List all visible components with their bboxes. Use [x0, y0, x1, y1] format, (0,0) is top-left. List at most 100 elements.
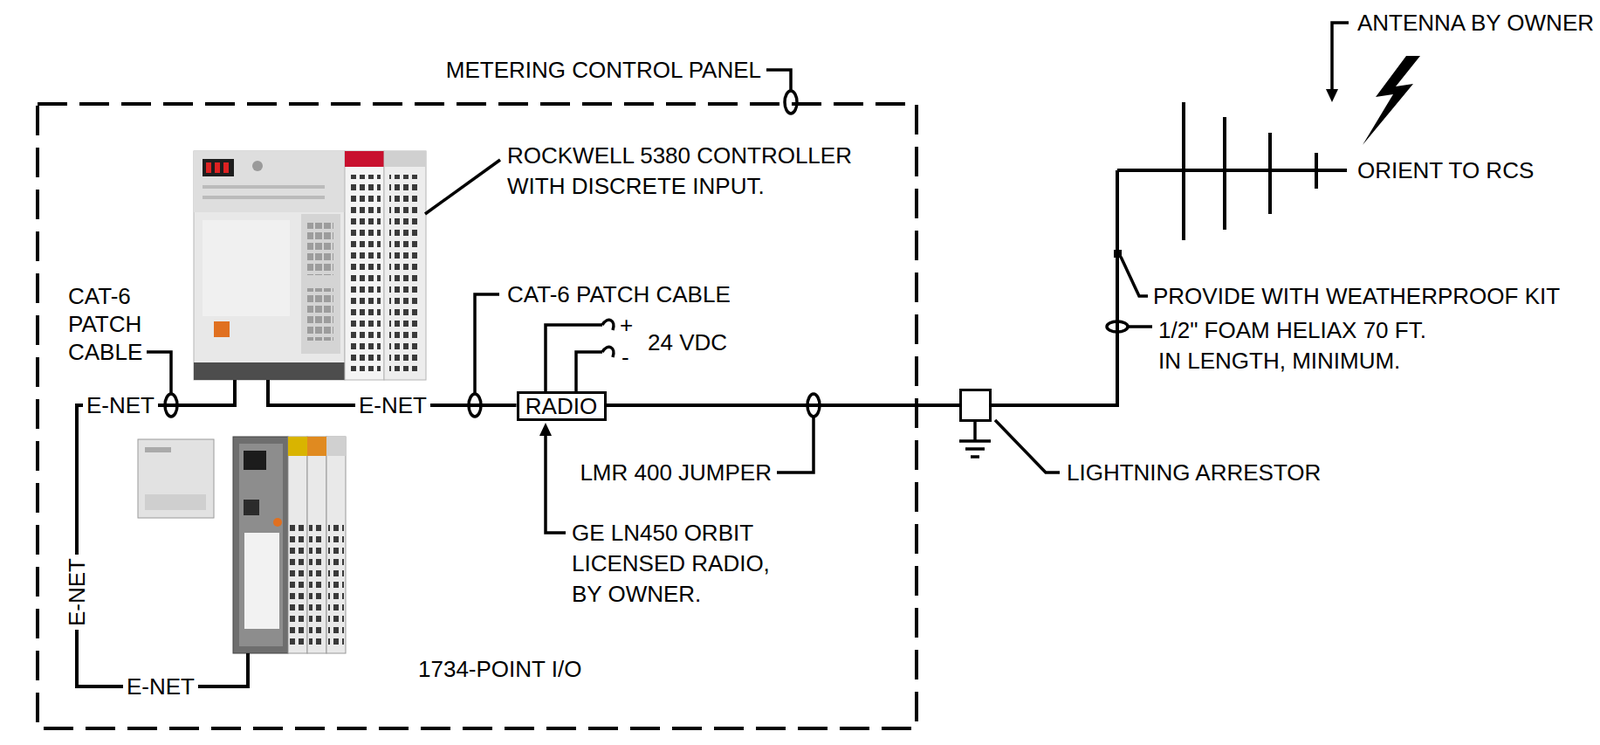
- panel-region: METERING CONTROL PANELROCKWELL 5380 CONT…: [35, 102, 919, 730]
- leader-line: [959, 439, 991, 443]
- point-io-illustration: [243, 499, 260, 516]
- controller-illustration: [389, 174, 421, 371]
- leader-line: [973, 421, 977, 441]
- controller-illustration: [307, 288, 334, 341]
- point-io-illustration: [233, 436, 289, 653]
- callout-text: ROCKWELL 5380 CONTROLLER WITH DISCRETE I…: [507, 140, 883, 202]
- antenna-box: ANTENNA BY OWNERORIENT TO RCS: [1117, 102, 1349, 242]
- dashed-border: [37, 103, 917, 728]
- cable-callout: 1/2" FOAM HELIAX 70 FT. IN LENGTH, MINIM…: [1158, 315, 1443, 377]
- cable-line: [76, 379, 248, 687]
- voltage-label: 24 VDC: [647, 327, 728, 358]
- point-io-illustration: [288, 436, 308, 456]
- network-label: E-NET: [355, 390, 431, 421]
- controller-illustration: [193, 151, 345, 380]
- point-io-illustration: [307, 436, 327, 653]
- antenna-symbol: [1117, 168, 1347, 172]
- controller-illustration: [213, 321, 230, 337]
- leader-line: [602, 346, 614, 358]
- point-io-illustration: [307, 436, 327, 456]
- controller-illustration: [193, 151, 426, 380]
- cable-line: [606, 403, 961, 407]
- leader-line: [474, 294, 500, 394]
- controller-illustration: [307, 222, 334, 275]
- point-io-illustration: [273, 517, 282, 527]
- cable-callout: LMR 400 JUMPER: [579, 457, 772, 488]
- controller-illustration: [349, 174, 381, 371]
- controller-illustration: [344, 151, 385, 167]
- cable-callout: CAT-6 PATCH CABLE: [68, 281, 149, 366]
- point-io-illustration: [289, 523, 306, 646]
- antenna-symbol: [1268, 132, 1272, 214]
- leader-line: [425, 159, 501, 214]
- radio-label: RADIO: [525, 393, 598, 419]
- cable-callout: CAT-6 PATCH CABLE: [507, 279, 731, 310]
- lightning-bolt: [1362, 55, 1421, 145]
- note-text: PROVIDE WITH WEATHERPROOF KIT: [1153, 281, 1560, 312]
- point-io-illustration: [137, 436, 346, 653]
- antenna-symbol: [1181, 102, 1186, 241]
- arrowhead: [1325, 89, 1339, 103]
- leader-line: [146, 351, 172, 394]
- cable-line: [991, 170, 1118, 406]
- point-io-illustration: [326, 436, 346, 456]
- point-io-illustration: [144, 446, 172, 453]
- leader-line: [965, 446, 985, 451]
- controller-illustration: [223, 162, 229, 173]
- io-box: 1734-POINT I/O: [233, 436, 347, 653]
- controller-illustration: [252, 160, 263, 172]
- antenna-symbol: [1314, 152, 1319, 189]
- controller-illustration: [193, 362, 345, 380]
- arrowhead: [539, 422, 552, 436]
- point-io-illustration: [243, 450, 267, 470]
- network-label: E-NET: [123, 671, 199, 702]
- point-io-illustration: [326, 436, 346, 653]
- terminal-sign: -: [621, 342, 630, 373]
- controller-illustration: [344, 151, 385, 380]
- controller-illustration: [384, 151, 426, 380]
- controller-illustration: [301, 213, 341, 354]
- controller-illustration: [202, 185, 325, 189]
- point-io-illustration: [288, 436, 308, 653]
- controller-illustration: [202, 195, 325, 200]
- leader-line: [602, 319, 614, 330]
- point-io-illustration: [239, 443, 283, 646]
- point-io-illustration: [309, 523, 325, 646]
- point-io-illustration: [137, 439, 214, 518]
- callout-text: 1734-POINT I/O: [418, 653, 582, 685]
- callout-text: LIGHTNING ARRESTOR: [1066, 457, 1321, 488]
- point-io-illustration: [244, 532, 280, 629]
- radio-box: RADIOGE LN450 ORBIT LICENSED RADIO, BY O…: [516, 391, 607, 421]
- arrowhead: [539, 89, 1339, 436]
- leader-line: [545, 434, 566, 533]
- antenna-symbol: [1117, 102, 1347, 241]
- leader-line: [995, 419, 1060, 473]
- controller-illustration: [384, 151, 426, 167]
- leader-line: [545, 324, 603, 392]
- leader-line: [970, 454, 980, 459]
- controller-illustration: [214, 162, 220, 173]
- leader-line: [766, 69, 791, 91]
- controller-box: ROCKWELL 5380 CONTROLLER WITH DISCRETE I…: [193, 151, 429, 380]
- controller-illustration: [202, 158, 234, 177]
- antenna-symbol: [1222, 116, 1227, 230]
- panel-title: METERING CONTROL PANEL: [446, 54, 762, 86]
- network-label: E-NET: [82, 390, 158, 421]
- point-io-illustration: [144, 494, 207, 510]
- leader-line: [576, 351, 603, 392]
- note-text: ORIENT TO RCS: [1357, 155, 1534, 186]
- callout-text: GE LN450 ORBIT LICENSED RADIO, BY OWNER.: [571, 517, 782, 610]
- network-label: E-NET: [61, 554, 93, 630]
- terminal-sign: +: [619, 309, 633, 341]
- leader-line: [146, 22, 1349, 533]
- leader-line: [1120, 256, 1148, 296]
- arrestor-box: LIGHTNING ARRESTOR: [959, 388, 992, 422]
- point-io-illustration: [328, 523, 344, 646]
- leader-line: [776, 416, 814, 473]
- leader-line: [1127, 324, 1153, 329]
- callout-text: ANTENNA BY OWNER: [1357, 7, 1594, 39]
- controller-illustration: [206, 162, 212, 173]
- controller-illustration: [202, 219, 290, 316]
- controller-illustration: [193, 151, 345, 213]
